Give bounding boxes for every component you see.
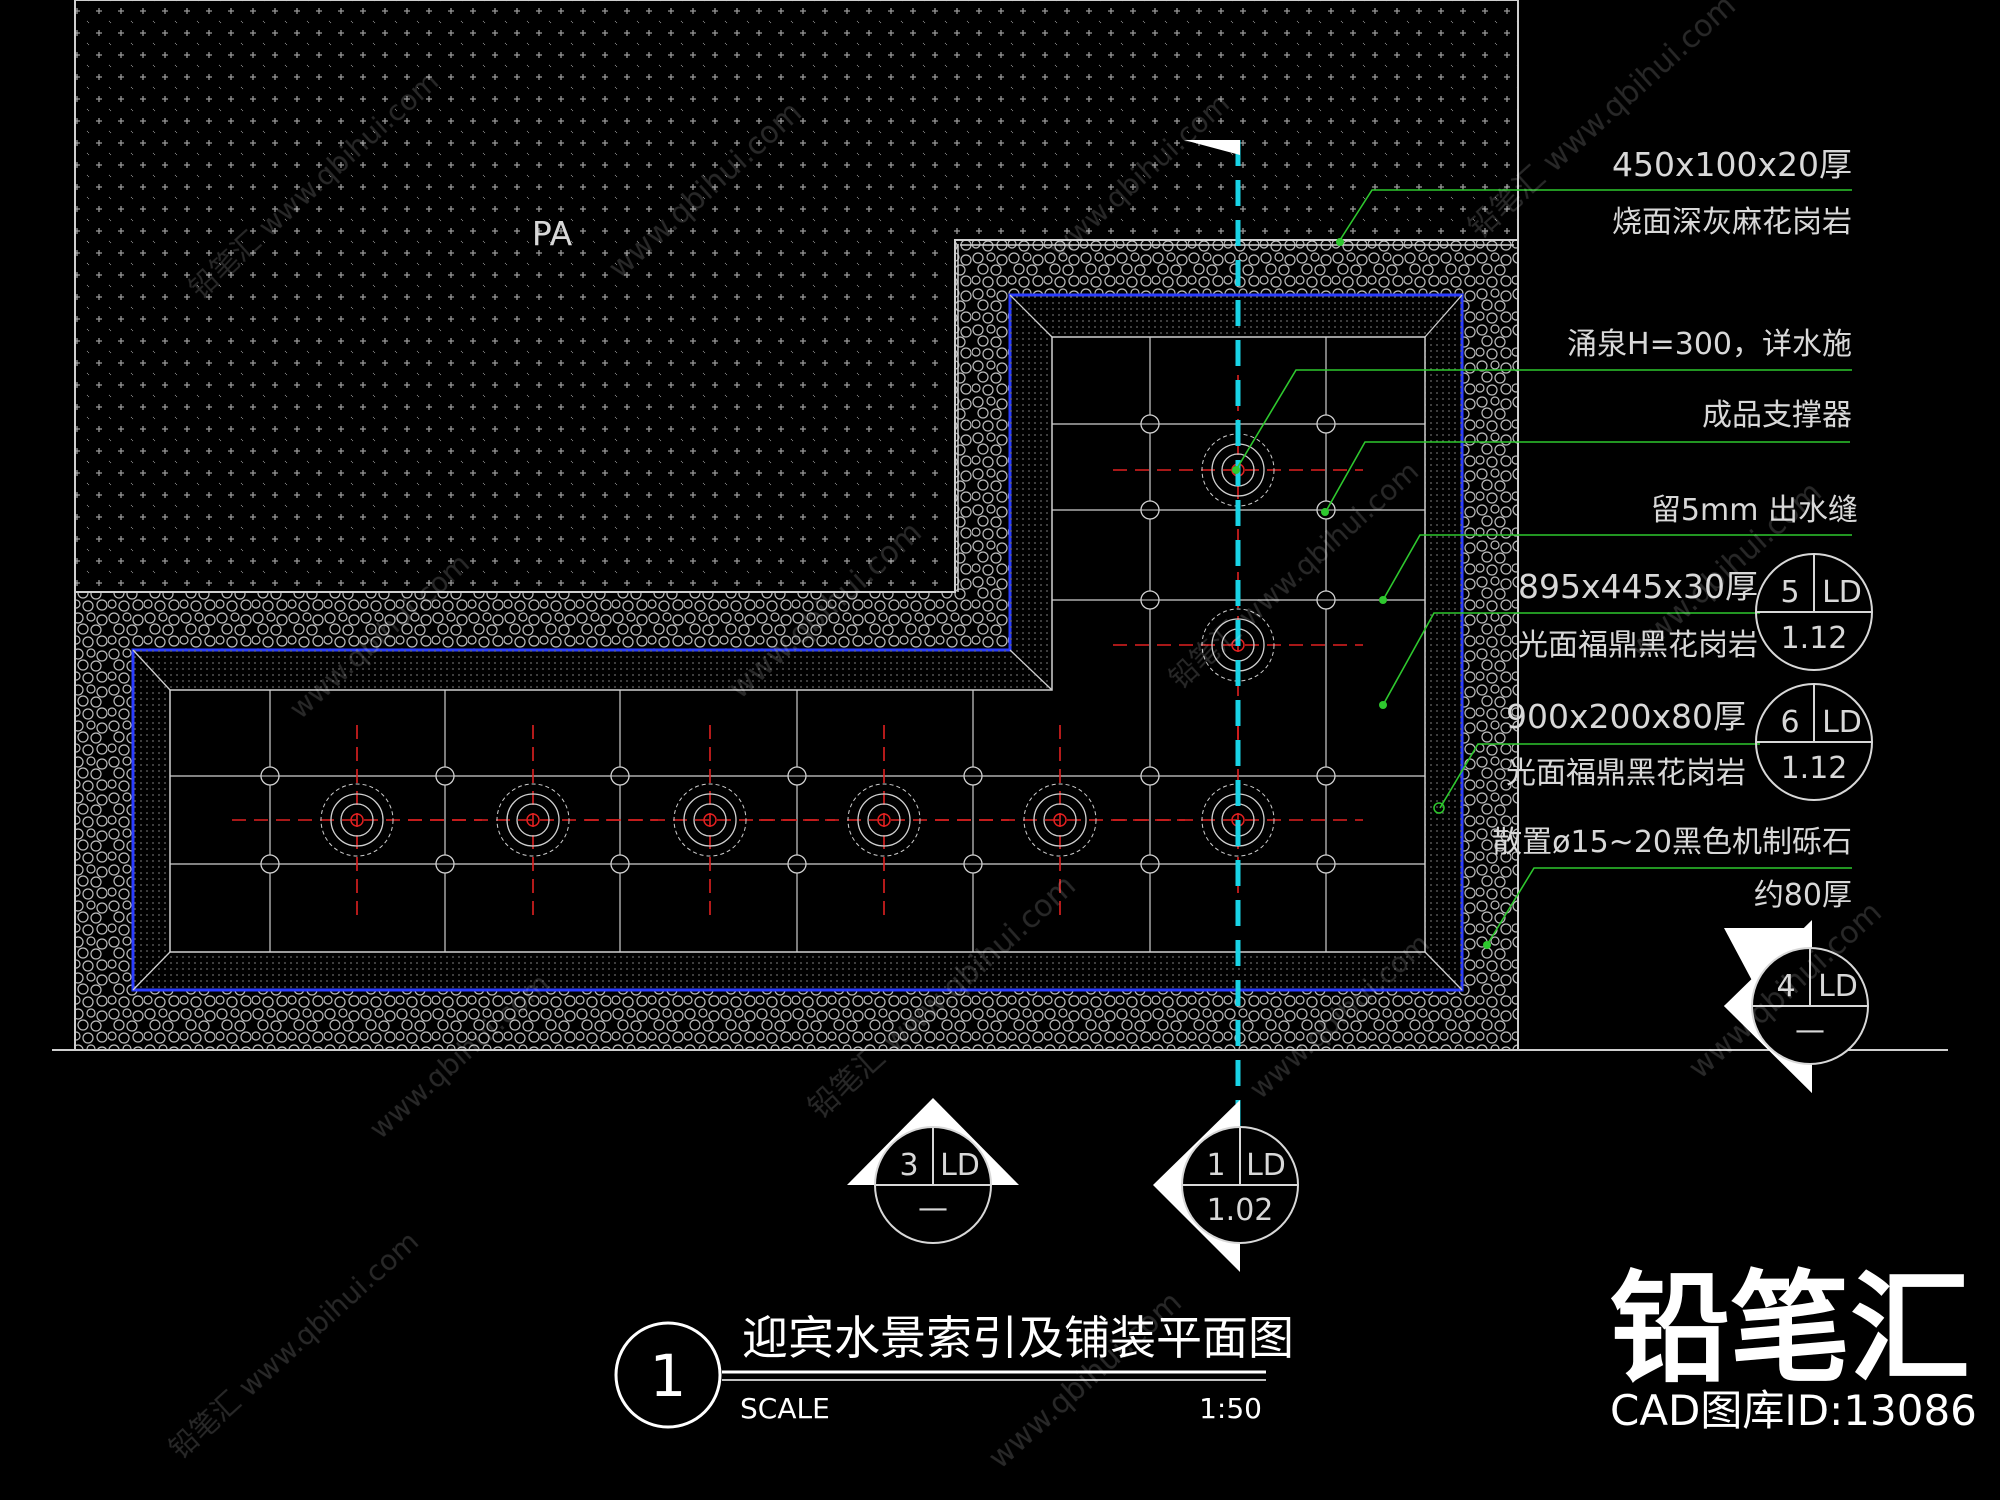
support-pedestal — [787, 854, 807, 874]
callout-slab1-line2: 光面福鼎黑花岗岩 — [1518, 628, 1758, 663]
support-pedestal — [1316, 414, 1336, 434]
detail-ref-6-num: 6 — [1780, 705, 1799, 740]
support-pedestals — [260, 414, 1336, 874]
watermark-text: 铅笔汇 www.qbihui.com — [163, 1224, 425, 1465]
callout-gravel-line2: 约80厚 — [1754, 878, 1852, 913]
callout-gap: 留5mm 出水缝 — [1651, 493, 1858, 528]
support-pedestal — [260, 854, 280, 874]
pool — [131, 293, 1464, 992]
callout-fountain: 涌泉H=300，详水施 — [1567, 327, 1852, 362]
support-pedestal — [1316, 766, 1336, 786]
detail-ref-5-sheet: 1.12 — [1781, 621, 1848, 656]
scale-value: 1:50 — [1199, 1392, 1262, 1425]
support-pedestal — [787, 766, 807, 786]
support-pedestal — [1140, 854, 1160, 874]
brand-logo-text: 铅笔汇 — [1610, 1260, 1970, 1399]
callout-support: 成品支撑器 — [1702, 398, 1852, 433]
detail-ref-5-code: LD — [1822, 575, 1862, 610]
callout-paving-line2: 烧面深灰麻花岗岩 — [1612, 205, 1852, 240]
callout-slab1-line1: 895x445x30厚 — [1518, 567, 1758, 606]
section-1-sheet: 1.02 — [1207, 1193, 1274, 1228]
support-pedestal — [610, 766, 630, 786]
section-mark-4: 4 LD — — [1724, 920, 1869, 1093]
detail-ref-6: 6 LD 1.12 — [1755, 683, 1873, 801]
support-pedestal — [435, 766, 455, 786]
section-1-code: LD — [1246, 1148, 1286, 1183]
cad-library-id: CAD图库ID:13086 — [1610, 1386, 1977, 1435]
support-pedestal — [963, 766, 983, 786]
support-pedestal — [1140, 414, 1160, 434]
callout-labels: 450x100x20厚 烧面深灰麻花岗岩 涌泉H=300，详水施 成品支撑器 留… — [1492, 145, 1858, 913]
area-label: PA — [532, 214, 573, 253]
support-pedestal — [1140, 766, 1160, 786]
section-3-num: 3 — [899, 1148, 918, 1183]
section-3-code: LD — [940, 1148, 980, 1183]
detail-ref-6-code: LD — [1822, 705, 1862, 740]
support-pedestal — [435, 854, 455, 874]
fountain-nozzles — [232, 375, 1363, 915]
section-4-num: 4 — [1776, 969, 1795, 1004]
support-pedestal — [1140, 500, 1160, 520]
support-pedestal — [260, 766, 280, 786]
support-pedestal — [963, 854, 983, 874]
drawing-title: 迎宾水景索引及铺装平面图 — [742, 1311, 1294, 1365]
section-4-sheet: — — [1795, 1013, 1825, 1048]
section-arrow-top — [1184, 140, 1240, 155]
drawing-number: 1 — [650, 1342, 687, 1410]
callout-slab2-line2: 光面福鼎黑花岗岩 — [1506, 756, 1746, 791]
section-1-num: 1 — [1206, 1148, 1225, 1183]
support-pedestal — [1316, 590, 1336, 610]
scale-label: SCALE — [740, 1392, 830, 1425]
callout-paving-line1: 450x100x20厚 — [1612, 145, 1852, 184]
section-3-sheet: — — [918, 1191, 948, 1226]
callout-dots — [1232, 238, 1491, 949]
branding: 铅笔汇 CAD图库ID:13086 — [1610, 1260, 1977, 1435]
callout-gravel-line1: 散置ø15~20黑色机制砾石 — [1492, 825, 1852, 860]
detail-ref-6-sheet: 1.12 — [1781, 751, 1848, 786]
section-mark-1: 1 LD 1.02 — [1153, 1100, 1299, 1272]
detail-ref-5: 5 LD 1.12 — [1755, 553, 1873, 671]
callout-leaders — [1235, 189, 1852, 946]
callout-slab2-line1: 900x200x80厚 — [1506, 697, 1746, 736]
section-cut-line — [1184, 140, 1241, 1180]
title-block: 1 迎宾水景索引及铺装平面图 SCALE 1:50 — [614, 1311, 1294, 1429]
support-pedestal — [610, 854, 630, 874]
gravel-marker — [1433, 802, 1445, 814]
detail-ref-5-num: 5 — [1780, 575, 1799, 610]
support-pedestal — [1140, 590, 1160, 610]
support-pedestal — [1316, 854, 1336, 874]
section-mark-3: 3 LD — — [847, 1098, 1019, 1244]
section-4-code: LD — [1818, 969, 1858, 1004]
